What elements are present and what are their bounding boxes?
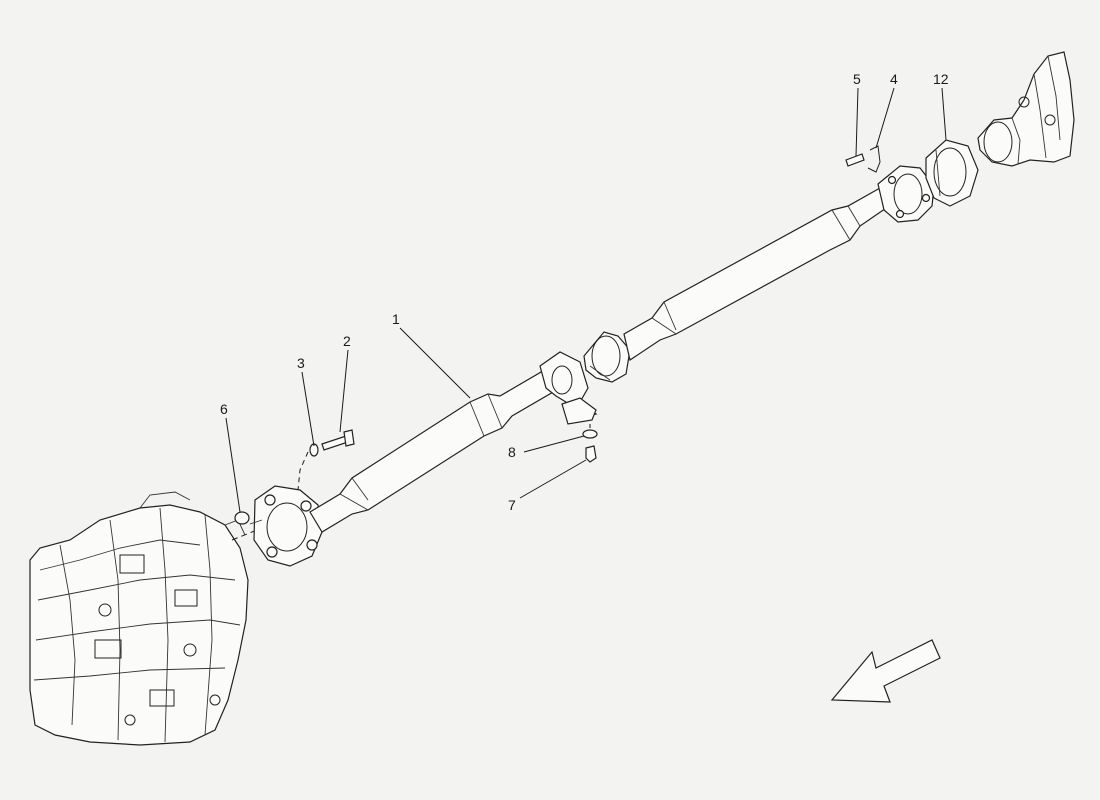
direction-arrow <box>830 639 941 703</box>
callout-7: 7 <box>508 497 516 513</box>
bolt-part-5 <box>845 153 865 167</box>
gearbox-housing <box>29 491 249 746</box>
callout-6: 6 <box>220 401 228 417</box>
bolt-part-7 <box>585 445 597 463</box>
callout-8: 8 <box>508 444 516 460</box>
propeller-shaft-rear-section <box>623 187 893 361</box>
washer-part-6 <box>234 511 250 525</box>
rear-differential <box>977 51 1075 167</box>
bolt-install-line <box>297 451 309 491</box>
ring-part-12 <box>925 139 979 207</box>
center-support-bearing <box>539 331 631 425</box>
flex-joint <box>249 485 323 567</box>
callout-5: 5 <box>853 71 861 87</box>
rear-joint <box>877 165 935 223</box>
callout-4: 4 <box>890 71 898 87</box>
bolt-part-2 <box>321 429 355 451</box>
clamp-part-4 <box>867 145 881 173</box>
propeller-shaft-front-section <box>309 367 561 533</box>
washer-part-8 <box>582 429 598 439</box>
callout-2: 2 <box>343 333 351 349</box>
callout-12: 12 <box>933 71 949 87</box>
leader-lines <box>225 87 947 513</box>
assembly-axis-line-front <box>231 527 263 541</box>
callout-3: 3 <box>297 355 305 371</box>
callout-1: 1 <box>392 311 400 327</box>
